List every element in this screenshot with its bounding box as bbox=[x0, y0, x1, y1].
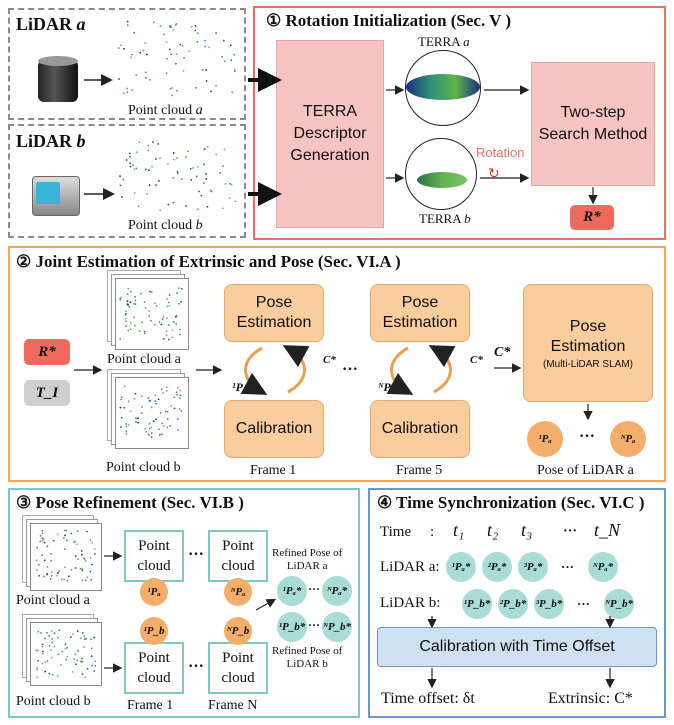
time-colon: : bbox=[430, 524, 435, 540]
calibration-time-offset-box: Calibration with Time Offset bbox=[377, 627, 657, 667]
s3-refined-ellipsis-a: ··· bbox=[308, 582, 321, 596]
s4-pa-2: ²Pₐ* bbox=[482, 552, 512, 582]
lidar-b-row-label: LiDAR b: bbox=[380, 595, 441, 611]
pose-of-lidar-a-label: Pose of LiDAR a bbox=[537, 463, 634, 478]
section3-panel bbox=[8, 488, 360, 718]
lidar-b-screen-icon bbox=[36, 182, 60, 204]
r-star-badge: R* bbox=[24, 339, 70, 365]
frame1-label: Frame 1 bbox=[250, 463, 297, 478]
s3-refined-pna: ᴺPₐ* bbox=[322, 576, 352, 606]
terra-b-sphere-icon bbox=[405, 138, 477, 210]
s3-circle-p1a: ¹Pₐ bbox=[140, 578, 168, 606]
time-t3: t₃ bbox=[521, 520, 533, 540]
s3-ellipsis-a: ··· bbox=[188, 546, 205, 563]
pose-ellipsis: ··· bbox=[579, 428, 596, 445]
point-cloud-b-label: Point cloud b bbox=[128, 218, 203, 233]
lidar-a-row-label: LiDAR a: bbox=[380, 559, 440, 575]
stack-a-image bbox=[115, 278, 189, 350]
s4-pb-2: ²P_b* bbox=[498, 589, 528, 619]
pose-estimation-box-frame5: Pose Estimation bbox=[370, 284, 470, 342]
s3-ellipsis-b: ··· bbox=[188, 658, 205, 675]
s3-refined-pnb: ᴺP_b* bbox=[322, 612, 352, 642]
s3-frame1-label: Frame 1 bbox=[127, 698, 174, 713]
s4-pb-3: ³P_b* bbox=[534, 589, 564, 619]
time-ellipsis: ··· bbox=[563, 524, 578, 539]
point-cloud-a-label: Point cloud a bbox=[128, 103, 203, 118]
s3-refined-ellipsis-b: ··· bbox=[308, 618, 321, 632]
s3-stack-b-image bbox=[30, 622, 102, 686]
time-label: Time bbox=[380, 524, 412, 540]
lidar-b-title: LiDAR b bbox=[16, 131, 86, 151]
rotation-label: Rotation bbox=[476, 145, 525, 160]
section4-title: ④ Time Synchronization (Sec. VI.C ) bbox=[377, 493, 645, 512]
terra-b-band bbox=[417, 172, 467, 188]
calibration-box-frame5: Calibration bbox=[370, 400, 470, 458]
lidar-a-device-icon bbox=[38, 60, 78, 102]
extrinsic-output: Extrinsic: C* bbox=[548, 690, 633, 707]
lidar-a-panel bbox=[8, 8, 246, 120]
lidar-a-title: LiDAR a bbox=[16, 14, 86, 34]
s3-circle-pna: ᴺPₐ bbox=[224, 578, 252, 606]
s3-circle-pnb: ᴺP_b bbox=[224, 617, 252, 645]
section2-title: ② Joint Estimation of Extrinsic and Pose… bbox=[16, 252, 401, 271]
frame5-label: Frame 5 bbox=[396, 463, 443, 478]
terra-a-label: TERRA a bbox=[418, 34, 470, 49]
terra-b-label: TERRA b bbox=[419, 211, 471, 226]
s4-pa-3: ³Pₐ* bbox=[518, 552, 548, 582]
time-tn: t_N bbox=[594, 520, 621, 540]
section1-title: ① Rotation Initialization (Sec. V ) bbox=[266, 11, 512, 30]
two-step-search-box: Two-step Search Method bbox=[531, 62, 655, 186]
s4-pb-ellipsis: ··· bbox=[577, 596, 591, 611]
c-star-label-5: C* bbox=[470, 354, 483, 366]
pose-estimation-box-frame1: Pose Estimation bbox=[224, 284, 324, 342]
s3-circle-p1b: ¹P_b bbox=[140, 617, 168, 645]
section2-pc-a-label: Point cloud a bbox=[107, 352, 181, 367]
c-star-big-label: C* bbox=[494, 345, 511, 360]
s4-pb-1: ¹P_b* bbox=[462, 589, 492, 619]
rotation-icon: ↻ bbox=[488, 167, 500, 182]
terra-a-band bbox=[406, 74, 480, 100]
c-star-label-1: C* bbox=[323, 354, 336, 366]
section2-panel bbox=[8, 246, 666, 482]
s3-stack-a-image bbox=[30, 523, 102, 591]
s3-pc-b-label: Point cloud b bbox=[16, 694, 91, 709]
terra-a-sphere-icon bbox=[405, 50, 481, 126]
s4-pa-ellipsis: ··· bbox=[561, 559, 575, 574]
section2-ellipsis: ··· bbox=[342, 361, 359, 378]
lidar-b-panel bbox=[8, 124, 246, 238]
time-t2: t₂ bbox=[487, 520, 499, 540]
s4-pa-1: ¹Pₐ* bbox=[446, 552, 476, 582]
s4-pa-n: ᴺPₐ* bbox=[588, 552, 618, 582]
r-star-badge-top: R* bbox=[570, 205, 614, 230]
s3-refined-p1a: ¹Pₐ* bbox=[277, 576, 307, 606]
section1-panel bbox=[253, 6, 666, 240]
multi-lidar-slam-box: Pose Estimation (Multi-LiDAR SLAM) bbox=[523, 284, 653, 402]
s4-pb-n: ᴺP_b* bbox=[604, 589, 634, 619]
terra-descriptor-generation-box: TERRA Descriptor Generation bbox=[276, 40, 384, 228]
s3-pc-a-label: Point cloud a bbox=[16, 593, 90, 608]
section3-title: ③ Pose Refinement (Sec. VI.B ) bbox=[16, 493, 244, 512]
s3-framen-label: Frame N bbox=[208, 698, 258, 713]
s3-refined-p1b: ¹P_b* bbox=[277, 612, 307, 642]
calibration-box-frame1: Calibration bbox=[224, 400, 324, 458]
time-offset-output: Time offset: δt bbox=[381, 690, 475, 707]
pose-circle-n: ᴺPₐ bbox=[610, 421, 646, 457]
t-i-badge: T_I bbox=[24, 380, 70, 406]
section2-pc-b-label: Point cloud b bbox=[106, 460, 181, 475]
lidar-a-device-top-icon bbox=[38, 56, 78, 66]
pose-circle-1: ¹Pₐ bbox=[527, 421, 563, 457]
time-t1: t₁ bbox=[453, 520, 465, 540]
section4-panel bbox=[368, 488, 666, 718]
